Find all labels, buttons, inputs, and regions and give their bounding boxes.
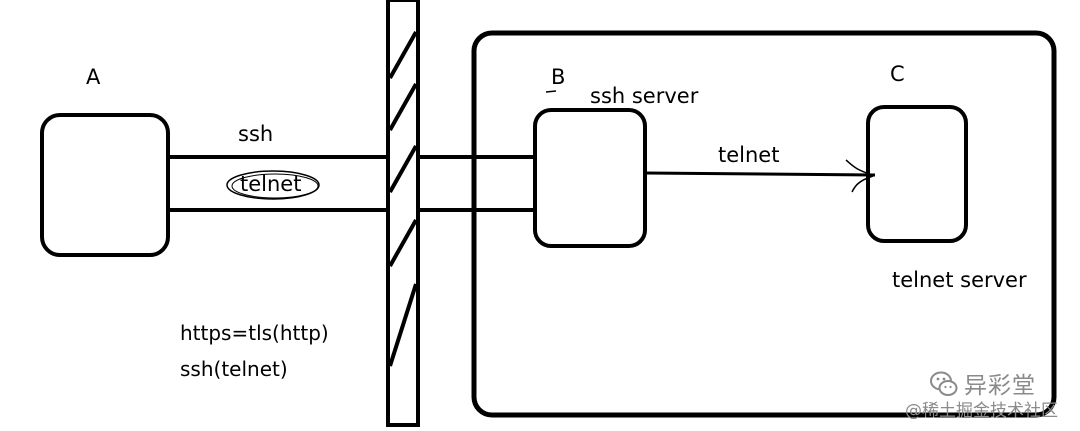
note-https: https=tls(http) [180, 321, 329, 345]
firewall-hatching [388, 31, 418, 367]
telnet-link-line [644, 171, 876, 177]
internal-network-boundary [471, 30, 1057, 418]
tunnel-inner-label: telnet [240, 172, 302, 196]
stray-mark [545, 90, 557, 93]
node-c-box [866, 105, 968, 243]
watermark-title: 异彩堂 [964, 373, 1036, 399]
wechat-icon [930, 371, 958, 396]
node-c-caption: telnet server [892, 268, 1027, 292]
watermark-subtitle: @稀土掘金技术社区 [905, 401, 1058, 421]
node-b-box [533, 108, 647, 248]
node-b-caption: ssh server [590, 84, 699, 108]
node-c-label: C [890, 62, 905, 86]
telnet-highlight-circle [226, 170, 320, 200]
tunnel-outer-label: ssh [238, 122, 274, 146]
telnet-highlight-circle-2 [231, 173, 319, 199]
node-a-label: A [86, 65, 101, 89]
telnet-link-label: telnet [718, 143, 780, 167]
note-ssh: ssh(telnet) [180, 357, 288, 381]
node-a-box [40, 113, 170, 257]
telnet-link-arrowhead [845, 159, 874, 193]
node-b-label: B [551, 65, 566, 89]
